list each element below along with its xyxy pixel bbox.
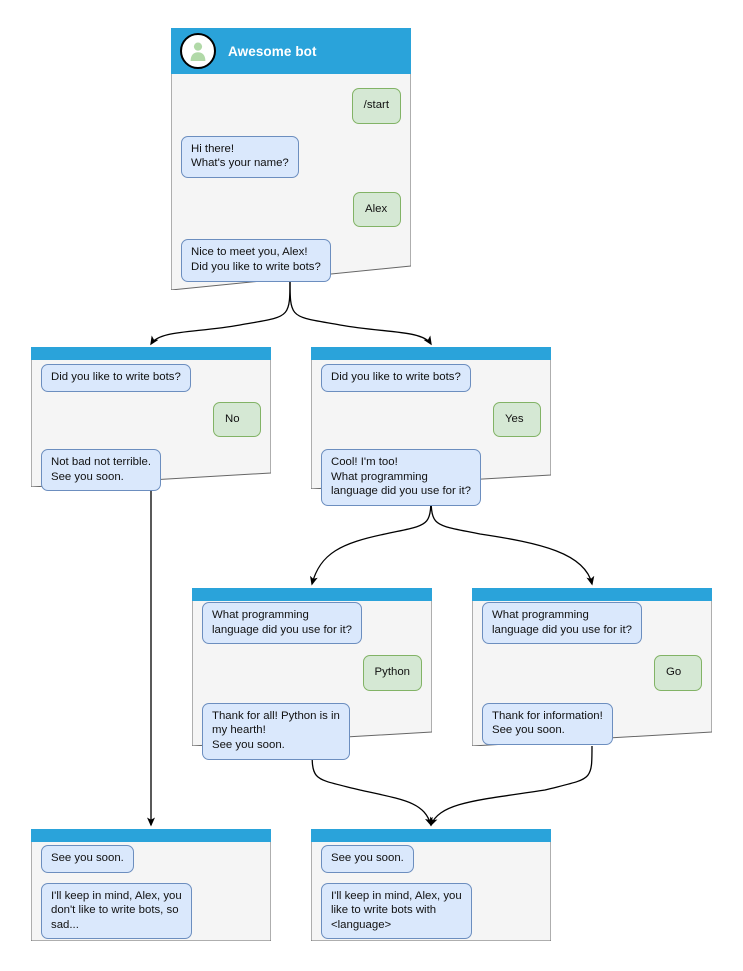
chat-card-root[interactable]: Awesome bot /start Hi there! What's your… [171, 28, 411, 290]
chat-card-python[interactable]: What programming language did you use fo… [192, 588, 432, 760]
person-avatar-icon [180, 33, 216, 69]
chat-card-end-sad[interactable]: See you soon. I'll keep in mind, Alex, y… [31, 829, 271, 941]
user-message-bubble[interactable]: /start [351, 88, 401, 124]
message-list: Did you like to write bots? Yes Cool! I'… [311, 364, 551, 506]
bot-message-bubble[interactable]: Hi there! What's your name? [181, 135, 299, 178]
bot-message-bubble[interactable]: Did you like to write bots? [321, 364, 471, 392]
bot-message-bubble[interactable]: Not bad not terrible. See you soon. [41, 449, 162, 492]
message-row: Not bad not terrible. See you soon. [41, 449, 261, 492]
bot-message-bubble[interactable]: Nice to meet you, Alex! Did you like to … [181, 239, 331, 282]
message-row: Yes [321, 401, 541, 438]
user-message-bubble[interactable]: No [213, 401, 261, 438]
user-message-bubble[interactable]: Python [362, 655, 422, 691]
message-row: No [41, 401, 261, 438]
message-row: Thank for all! Python is in my hearth! S… [202, 702, 422, 760]
bot-message-bubble[interactable]: I'll keep in mind, Alex, you like to wri… [321, 882, 472, 940]
message-row: /start [181, 88, 401, 124]
card-header: Awesome bot [171, 28, 411, 74]
message-row: Alex [181, 191, 401, 228]
bot-message-bubble[interactable]: Cool! I'm too! What programming language… [321, 449, 481, 506]
chat-card-end-happy[interactable]: See you soon. I'll keep in mind, Alex, y… [311, 829, 551, 941]
bot-message-bubble[interactable]: What programming language did you use fo… [482, 602, 642, 645]
bot-message-bubble[interactable]: Thank for all! Python is in my hearth! S… [202, 702, 350, 760]
message-row: Python [202, 655, 422, 691]
message-list: See you soon. I'll keep in mind, Alex, y… [311, 845, 551, 940]
bot-message-bubble[interactable]: Thank for information! See you soon. [482, 702, 613, 745]
message-row: Did you like to write bots? [41, 364, 261, 392]
message-list: See you soon. I'll keep in mind, Alex, y… [31, 845, 271, 940]
message-row: Thank for information! See you soon. [482, 702, 702, 745]
edge-go-to-end-happy [430, 745, 593, 827]
message-row: Nice to meet you, Alex! Did you like to … [181, 239, 401, 282]
message-row: Hi there! What's your name? [181, 135, 401, 178]
message-list: What programming language did you use fo… [472, 602, 712, 745]
chat-card-yes[interactable]: Did you like to write bots? Yes Cool! I'… [311, 347, 551, 506]
card-title: Awesome bot [228, 43, 317, 59]
bot-message-bubble[interactable]: What programming language did you use fo… [202, 602, 362, 645]
user-message-bubble[interactable]: Go [654, 655, 702, 691]
user-message-bubble[interactable]: Yes [493, 401, 541, 438]
message-list: What programming language did you use fo… [192, 602, 432, 760]
message-row: See you soon. [321, 845, 541, 873]
message-row: Cool! I'm too! What programming language… [321, 449, 541, 506]
message-list: /start Hi there! What's your name? Alex … [171, 88, 411, 282]
message-row: I'll keep in mind, Alex, you like to wri… [321, 882, 541, 940]
message-row: I'll keep in mind, Alex, you don't like … [41, 882, 261, 940]
message-row: See you soon. [41, 845, 261, 873]
bot-message-bubble[interactable]: See you soon. [41, 845, 134, 873]
message-row: Go [482, 655, 702, 691]
message-row: What programming language did you use fo… [482, 602, 702, 645]
bot-message-bubble[interactable]: Did you like to write bots? [41, 364, 191, 392]
message-row: Did you like to write bots? [321, 364, 541, 392]
message-row: What programming language did you use fo… [202, 602, 422, 645]
chat-card-no[interactable]: Did you like to write bots? No Not bad n… [31, 347, 271, 492]
message-list: Did you like to write bots? No Not bad n… [31, 364, 271, 492]
bot-message-bubble[interactable]: See you soon. [321, 845, 414, 873]
chat-card-go[interactable]: What programming language did you use fo… [472, 588, 712, 746]
person-glyph-icon [190, 42, 206, 61]
user-message-bubble[interactable]: Alex [353, 191, 401, 228]
bot-message-bubble[interactable]: I'll keep in mind, Alex, you don't like … [41, 882, 192, 940]
